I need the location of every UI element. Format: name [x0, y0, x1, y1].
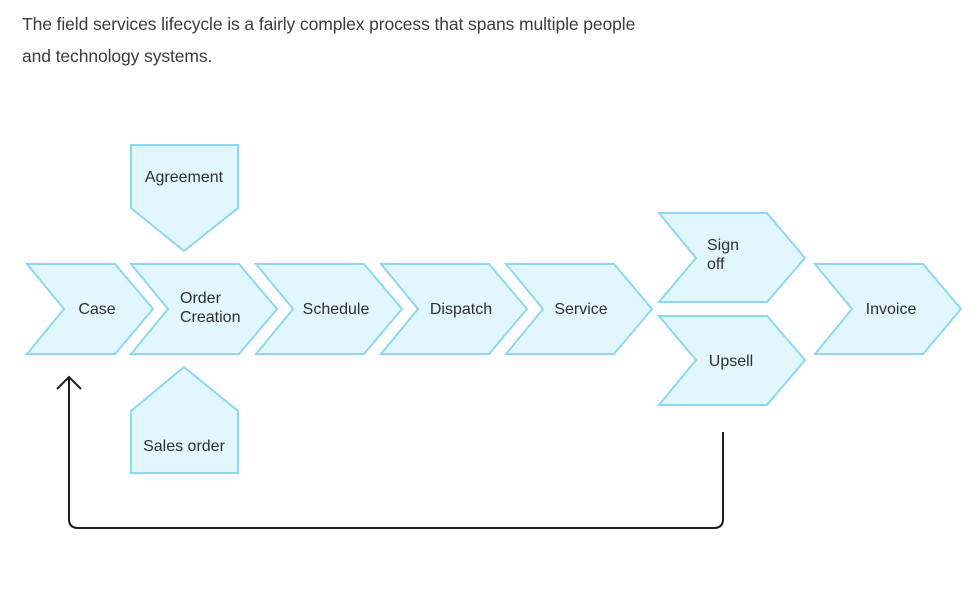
dispatch-label: Dispatch — [430, 301, 492, 318]
intro-line-2: and technology systems. — [22, 46, 213, 66]
service-step: Service — [503, 263, 654, 355]
label-line: Case — [78, 301, 115, 318]
invoice-step: Invoice — [812, 263, 963, 355]
label-line: Sign — [707, 237, 739, 254]
sales-order-node: Sales order — [130, 365, 239, 474]
case-step: Case — [24, 263, 155, 355]
label-line: Order — [180, 290, 222, 307]
return-loop-connector — [68, 378, 724, 529]
label-line: Service — [554, 301, 607, 318]
label-line: Creation — [180, 309, 240, 326]
agreement-label: Agreement — [145, 169, 224, 186]
intro-line-1: The field services lifecycle is a fairly… — [22, 14, 636, 34]
label-line: Agreement — [145, 169, 224, 186]
schedule-label: Schedule — [303, 301, 370, 318]
sales-order-label: Sales order — [143, 438, 225, 455]
label-line: Schedule — [303, 301, 370, 318]
sign-off-label: Sign off — [707, 237, 739, 273]
case-label: Case — [78, 301, 115, 318]
sign-off-step: Sign off — [656, 212, 807, 303]
upsell-step: Upsell — [656, 315, 807, 406]
label-line: off — [707, 256, 725, 273]
invoice-label: Invoice — [866, 301, 917, 318]
arrowhead-up-icon — [56, 375, 82, 390]
label-line: Sales order — [143, 438, 225, 455]
label-line: Invoice — [866, 301, 917, 318]
dispatch-step: Dispatch — [378, 263, 529, 355]
intro-paragraph: The field services lifecycle is a fairly… — [22, 8, 682, 72]
label-line: Dispatch — [430, 301, 492, 318]
service-label: Service — [554, 301, 607, 318]
agreement-node: Agreement — [130, 144, 239, 253]
upsell-label: Upsell — [709, 353, 753, 370]
label-line: Upsell — [709, 353, 753, 370]
schedule-step: Schedule — [253, 263, 404, 355]
